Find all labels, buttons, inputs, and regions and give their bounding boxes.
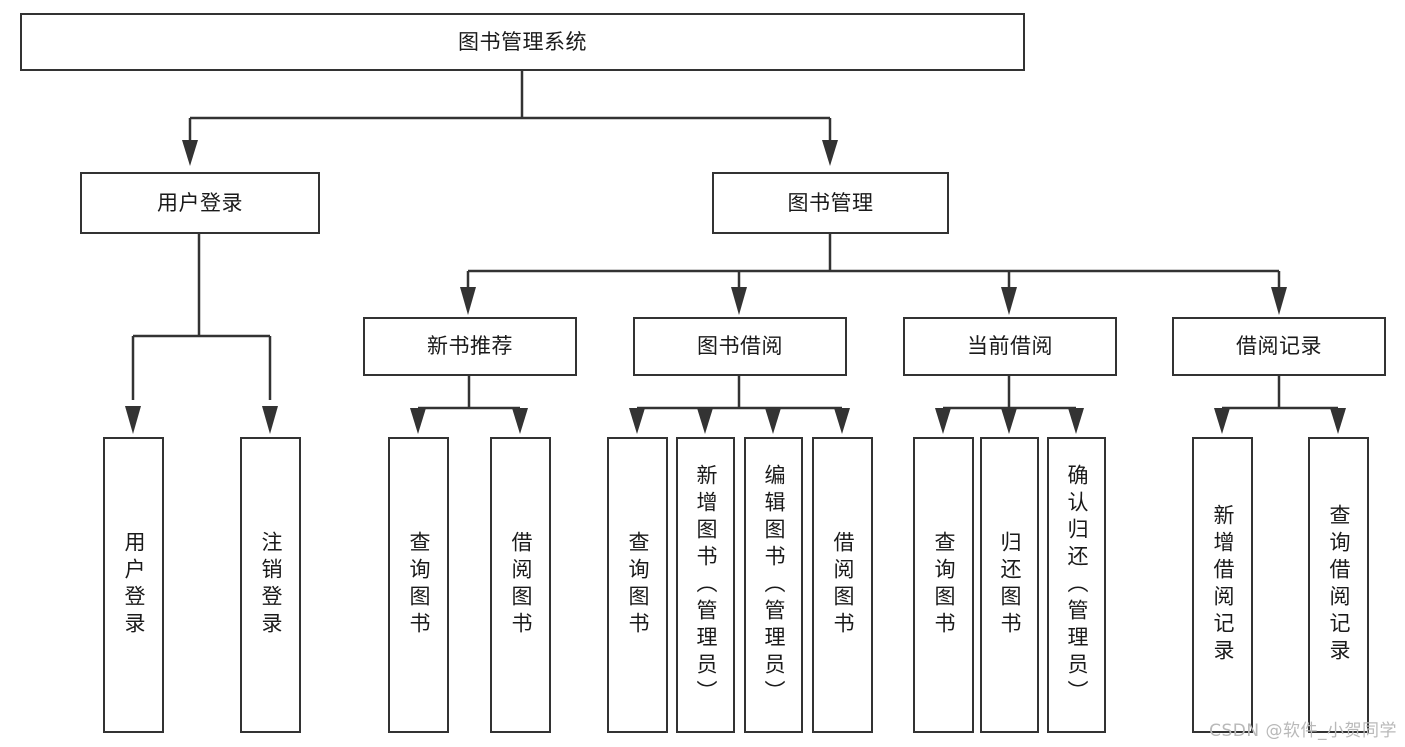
- node-leaf-add-book-label: 新增图书（管理员）: [694, 463, 718, 707]
- node-leaf-user-logout[interactable]: 注销登录: [240, 437, 301, 733]
- node-book-borrow-label: 图书借阅: [697, 334, 783, 358]
- node-leaf-add-record[interactable]: 新增借阅记录: [1192, 437, 1253, 733]
- node-leaf-user-login[interactable]: 用户登录: [103, 437, 164, 733]
- node-leaf-user-login-label: 用户登录: [122, 531, 146, 639]
- node-book-management[interactable]: 图书管理: [712, 172, 949, 234]
- node-current-borrow[interactable]: 当前借阅: [903, 317, 1117, 376]
- node-new-book-recommend-label: 新书推荐: [427, 334, 513, 358]
- node-leaf-borrow-book-2-label: 借阅图书: [831, 531, 855, 639]
- node-leaf-query-record[interactable]: 查询借阅记录: [1308, 437, 1369, 733]
- node-leaf-query-book-3-label: 查询图书: [932, 531, 956, 639]
- node-leaf-edit-book-label: 编辑图书（管理员）: [762, 463, 786, 707]
- node-leaf-return-book-label: 归还图书: [998, 531, 1022, 639]
- node-leaf-user-logout-label: 注销登录: [259, 531, 283, 639]
- node-leaf-query-book-2-label: 查询图书: [626, 531, 650, 639]
- node-new-book-recommend[interactable]: 新书推荐: [363, 317, 577, 376]
- node-leaf-confirm-return-label: 确认归还（管理员）: [1065, 463, 1089, 707]
- node-leaf-borrow-book-1-label: 借阅图书: [509, 531, 533, 639]
- node-root-label: 图书管理系统: [458, 29, 587, 54]
- node-user-login[interactable]: 用户登录: [80, 172, 320, 234]
- node-borrow-record[interactable]: 借阅记录: [1172, 317, 1386, 376]
- node-leaf-borrow-book-1[interactable]: 借阅图书: [490, 437, 551, 733]
- node-leaf-borrow-book-2[interactable]: 借阅图书: [812, 437, 873, 733]
- watermark-text: CSDN @软件_小贺同学: [1209, 721, 1397, 741]
- node-borrow-record-label: 借阅记录: [1236, 334, 1322, 358]
- node-leaf-add-book[interactable]: 新增图书（管理员）: [676, 437, 735, 733]
- node-user-login-label: 用户登录: [157, 190, 243, 215]
- node-root[interactable]: 图书管理系统: [20, 13, 1025, 71]
- node-leaf-return-book[interactable]: 归还图书: [980, 437, 1039, 733]
- node-leaf-query-book-1-label: 查询图书: [407, 531, 431, 639]
- node-leaf-query-book-1[interactable]: 查询图书: [388, 437, 449, 733]
- node-leaf-add-record-label: 新增借阅记录: [1211, 504, 1235, 666]
- node-leaf-query-record-label: 查询借阅记录: [1327, 504, 1351, 666]
- node-leaf-edit-book[interactable]: 编辑图书（管理员）: [744, 437, 803, 733]
- node-leaf-confirm-return[interactable]: 确认归还（管理员）: [1047, 437, 1106, 733]
- node-current-borrow-label: 当前借阅: [967, 334, 1053, 358]
- node-book-borrow[interactable]: 图书借阅: [633, 317, 847, 376]
- node-leaf-query-book-3[interactable]: 查询图书: [913, 437, 974, 733]
- node-book-management-label: 图书管理: [787, 190, 874, 215]
- node-leaf-query-book-2[interactable]: 查询图书: [607, 437, 668, 733]
